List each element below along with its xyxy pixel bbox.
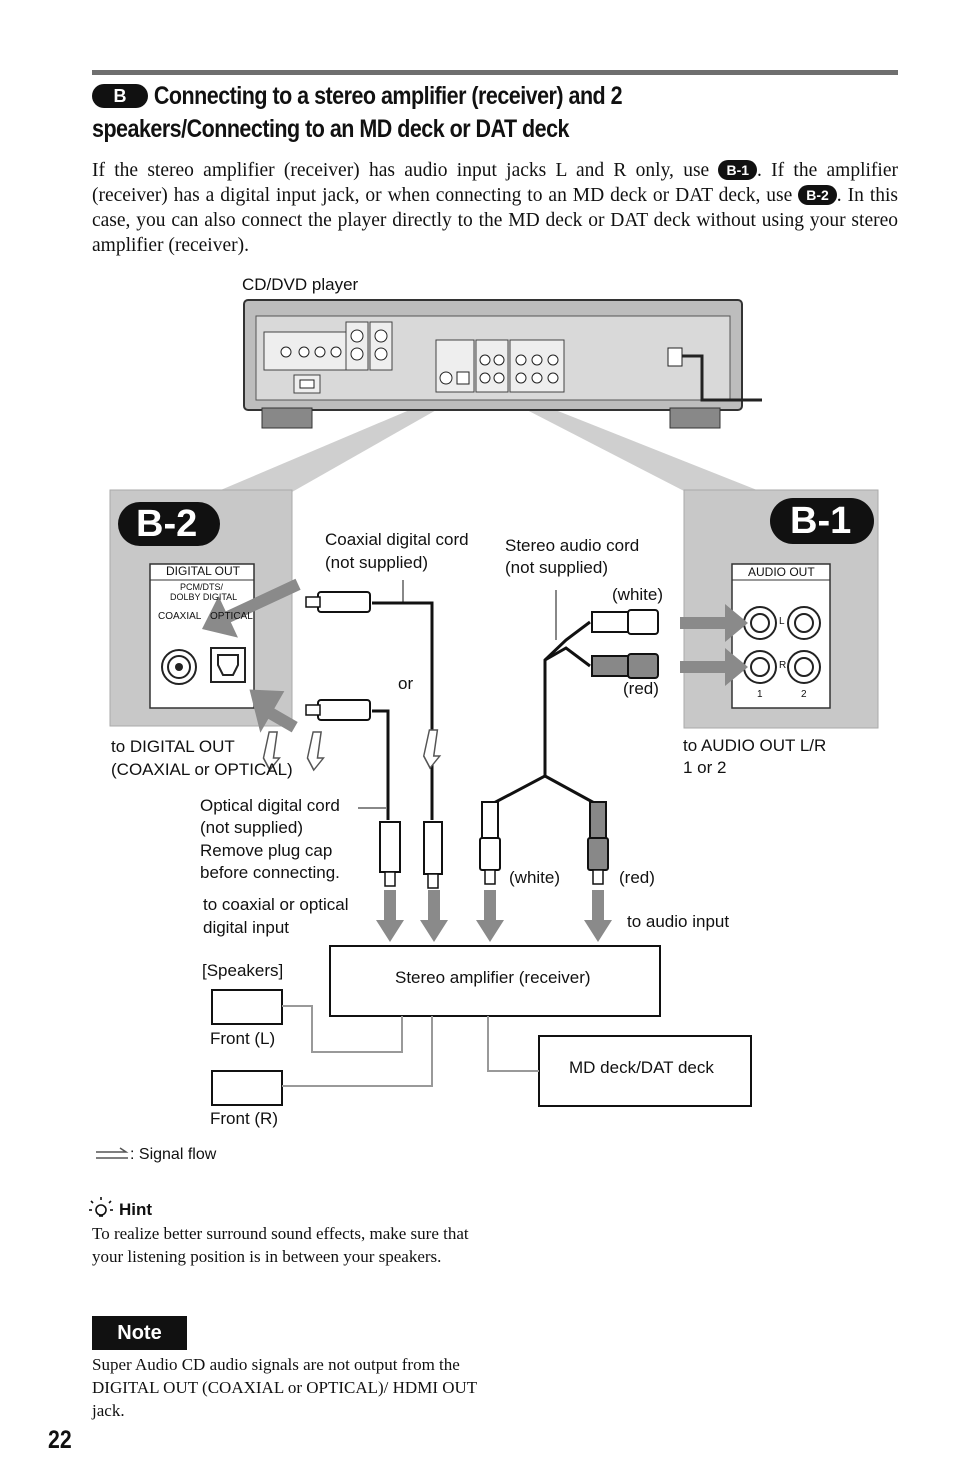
front-l-label: Front (L): [210, 1029, 276, 1048]
white-bottom-label: (white): [509, 868, 561, 887]
panel-b1: [683, 489, 879, 729]
coaxial-cord-label: Coaxial digital cord: [325, 530, 469, 549]
to-digital-out-1: to DIGITAL OUT: [111, 737, 235, 756]
to-audio-out-1: to AUDIO OUT L/R: [683, 736, 827, 755]
signal-arrows-jacks: [201, 578, 748, 733]
signal-flow-arrows: [262, 729, 442, 772]
md-deck-label: MD deck/DAT deck: [569, 1058, 714, 1077]
intro-part-1: If the stereo amplifier (receiver) has a…: [92, 160, 719, 181]
zoom-wedge-right: [492, 392, 762, 492]
cd-dvd-player: [243, 299, 762, 429]
coaxial-cord-sub: (not supplied): [325, 553, 429, 572]
optical-cord-1: Optical digital cord: [200, 796, 340, 815]
amplifier-label: Stereo amplifier (receiver): [395, 968, 591, 987]
to-audio-out-2: 1 or 2: [683, 758, 727, 777]
red-top-label: (red): [623, 679, 659, 698]
optical-cord-3: Remove plug cap: [200, 841, 333, 860]
b1-badge: B-1: [790, 500, 852, 542]
to-digital-out-2: (COAXIAL or OPTICAL): [111, 760, 293, 779]
speakers-label: [Speakers]: [202, 961, 284, 980]
zoom-wedge-left: [216, 392, 468, 492]
speaker-wires: [282, 1005, 539, 1087]
pcm-dts-label: PCM/DTS/: [180, 582, 224, 592]
or-label: or: [398, 674, 414, 693]
note-badge: Note: [92, 1316, 187, 1350]
digital-out-header: DIGITAL OUT: [166, 564, 241, 578]
red-bottom-label: (red): [619, 868, 655, 887]
hint-text: To realize better surround sound effects…: [92, 1224, 469, 1266]
front-r-label: Front (R): [210, 1109, 278, 1128]
ref-badge-b1: B-1: [718, 160, 758, 180]
stereo-cord-sub: (not supplied): [505, 558, 609, 577]
audio-1-label: 1: [757, 689, 763, 700]
amplifier-box: [329, 945, 661, 1017]
audio-out-header: AUDIO OUT: [748, 565, 815, 579]
optical-jack-label: OPTICAL: [210, 611, 253, 622]
audio-2-label: 2: [801, 689, 807, 700]
stereo-audio-cord: [402, 580, 659, 885]
white-top-label: (white): [612, 585, 664, 604]
stereo-cord-label: Stereo audio cord: [505, 536, 640, 555]
player-label: CD/DVD player: [242, 275, 359, 294]
section-title-text: Connecting to a stereo amplifier (receiv…: [92, 82, 623, 143]
optical-cord-2: (not supplied): [200, 818, 304, 837]
dolby-digital-label: DOLBY DIGITAL: [170, 592, 238, 602]
signal-flow-legend-icon: [96, 1147, 129, 1159]
intro-part-2: . If the amplifier (receiver) has a digi…: [92, 160, 898, 206]
ref-badge-b2: B-2: [798, 185, 837, 205]
to-audio-input: to audio input: [627, 912, 730, 931]
section-title: Connecting to a stereo amplifier (receiv…: [92, 80, 785, 146]
to-digital-input-2: digital input: [203, 918, 290, 937]
audio-l-label: L: [779, 616, 785, 627]
section-badge: B: [92, 84, 148, 108]
signal-flow-label: : Signal flow: [130, 1146, 217, 1163]
to-digital-input-1: to coaxial or optical: [203, 895, 349, 914]
top-rule: [92, 70, 898, 75]
md-deck-box: [538, 1035, 752, 1107]
hint-bulb-icon: [89, 1197, 113, 1217]
note-text: Super Audio CD audio signals are not out…: [92, 1355, 477, 1420]
optical-digital-cord: [305, 699, 401, 887]
coaxial-jack-label: COAXIAL: [158, 611, 202, 622]
page-number: 22: [48, 1426, 72, 1454]
optical-cord-4: before connecting.: [200, 863, 340, 882]
signal-arrows-input: [376, 890, 612, 942]
audio-r-label: R: [779, 660, 787, 671]
hint-title: Hint: [119, 1200, 153, 1219]
speaker-front-r: [211, 1070, 283, 1106]
b2-badge: B-2: [136, 503, 198, 545]
speaker-front-l: [211, 989, 283, 1025]
intro-paragraph: If the stereo amplifier (receiver) has a…: [92, 158, 898, 258]
intro-part-3: . In this case, you can also connect the…: [92, 185, 898, 256]
